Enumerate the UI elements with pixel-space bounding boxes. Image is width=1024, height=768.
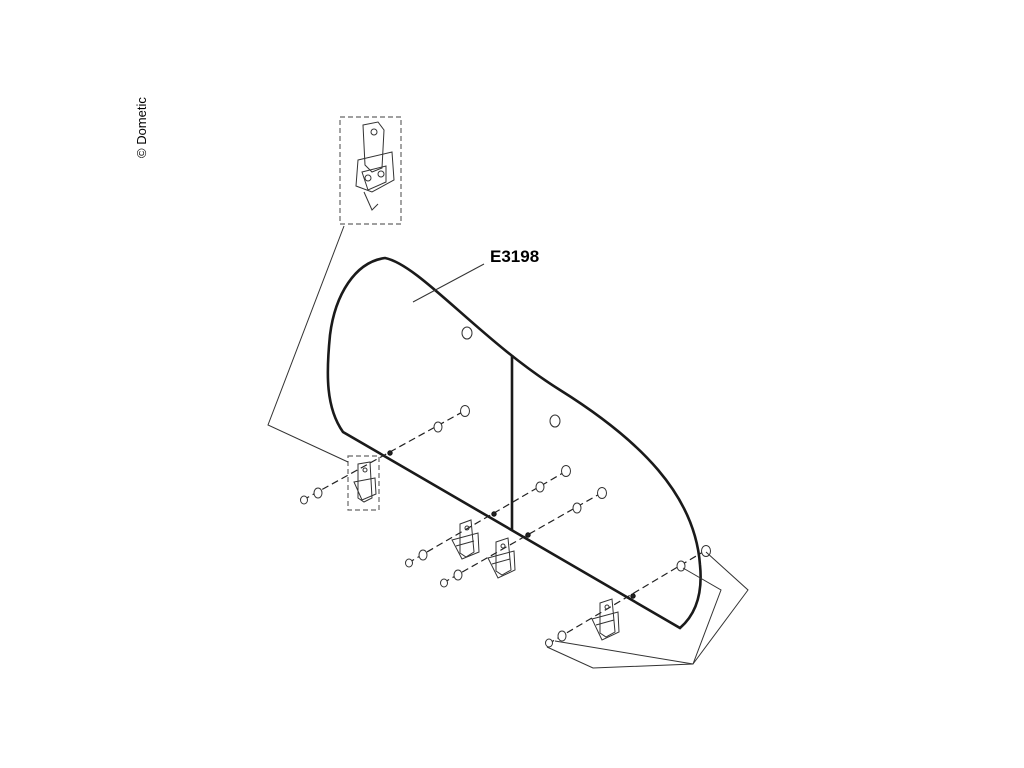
window-pane [326,256,702,630]
washers-and-nuts [300,405,711,648]
latch-brackets [451,519,620,641]
callout-leader-lines [267,225,749,669]
copyright-notice: © Dometic [134,97,149,158]
latch-detail-box [339,116,402,225]
part-leader-line [412,263,485,303]
latch-small-box [347,455,380,511]
mounting-holes [387,450,636,599]
part-number-label: E3198 [490,247,540,266]
